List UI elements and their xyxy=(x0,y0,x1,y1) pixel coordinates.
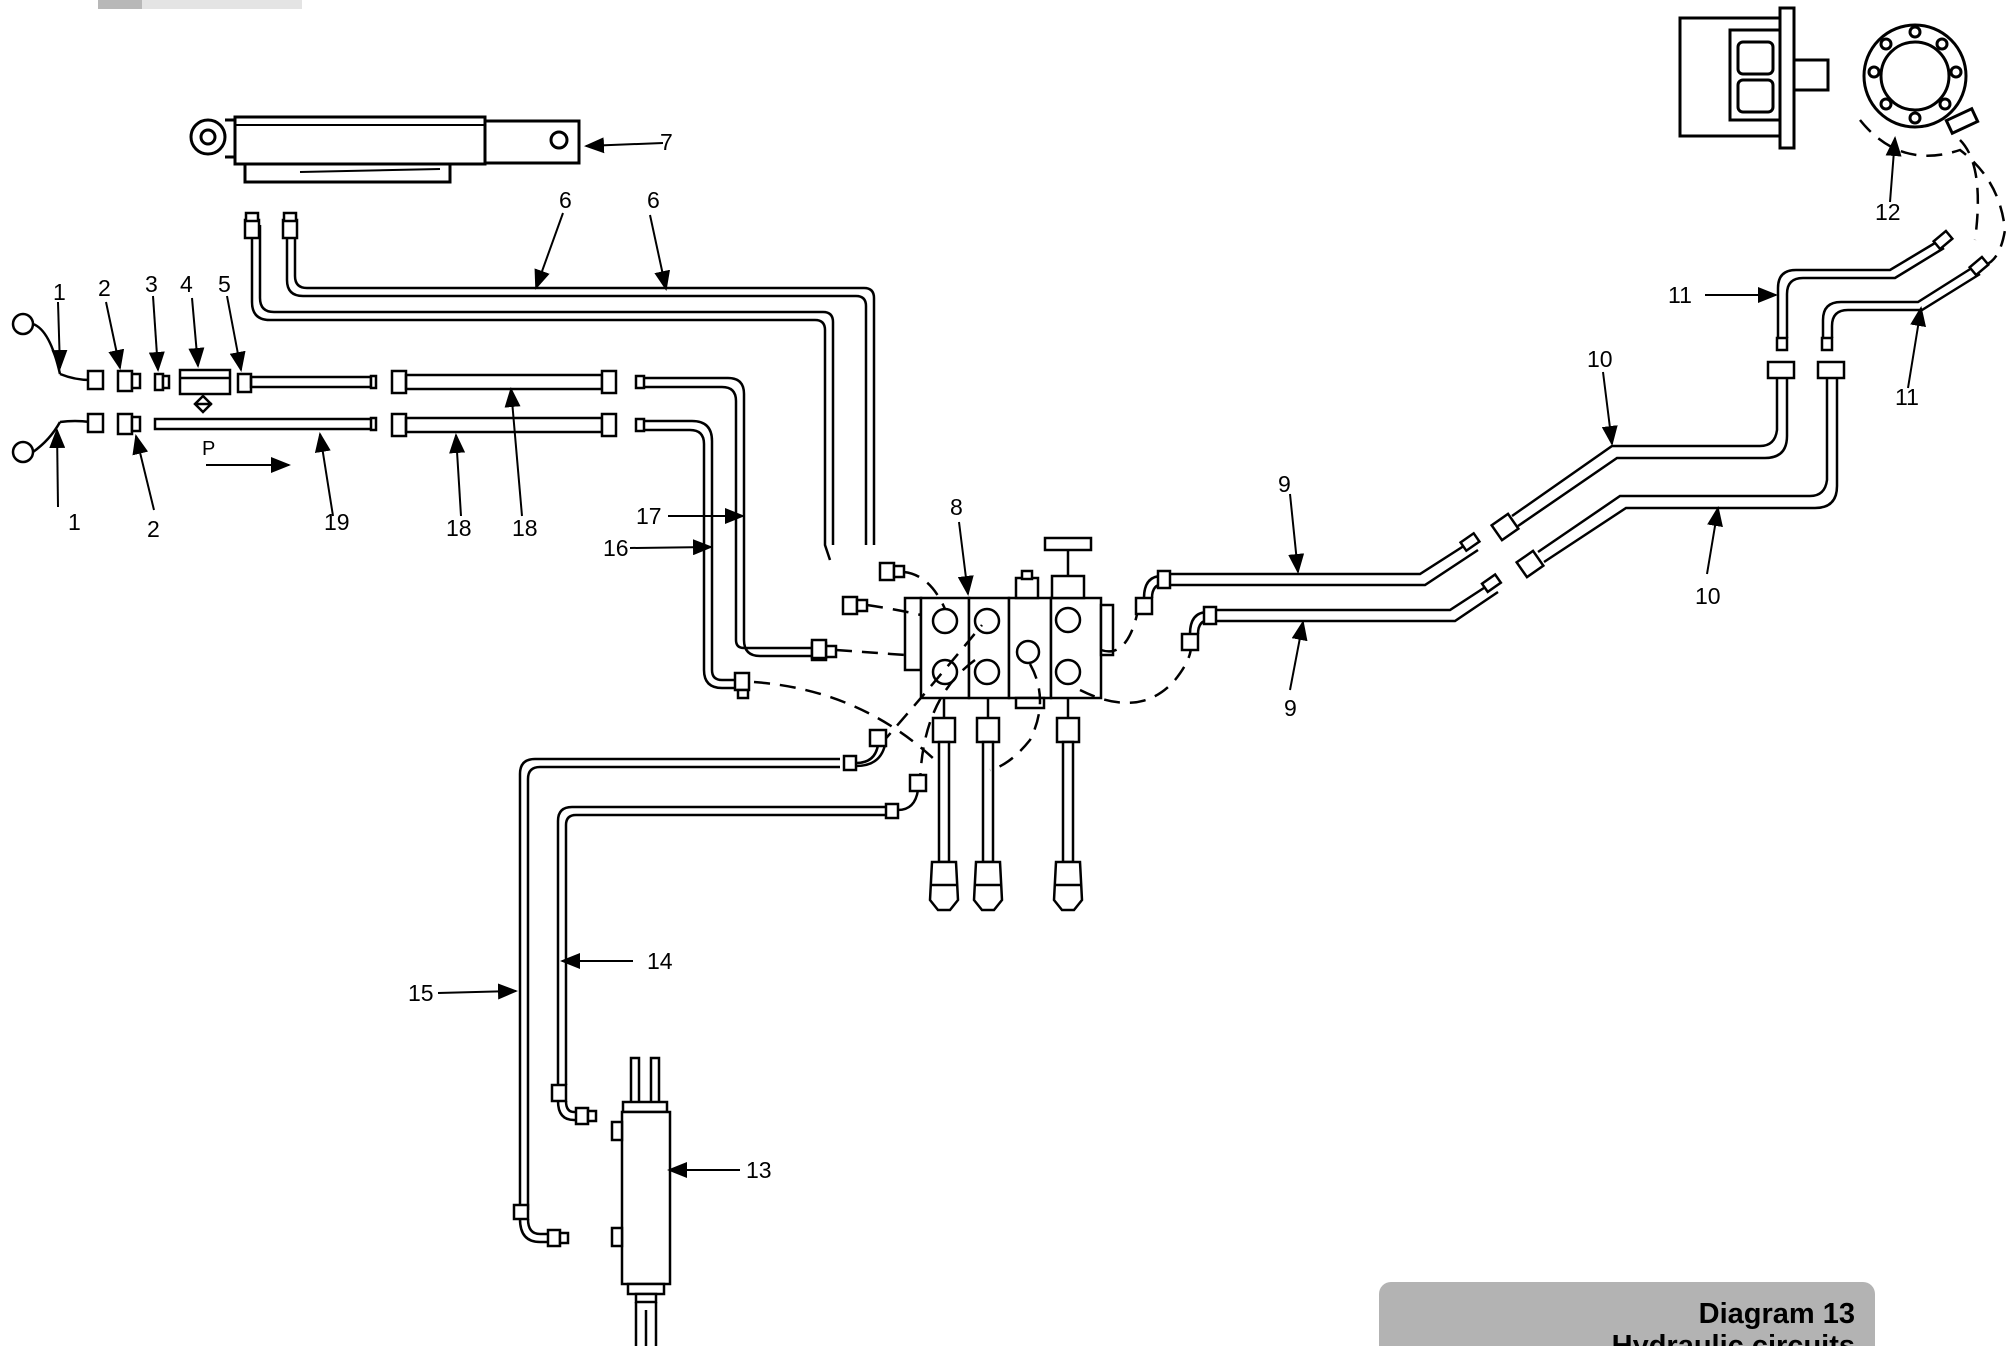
control-valve xyxy=(903,536,1115,912)
callout-18a: 18 xyxy=(446,515,472,541)
flow-label: P xyxy=(202,438,215,460)
callout-2a: 2 xyxy=(98,275,111,301)
callout-7: 7 xyxy=(660,129,673,155)
callout-labels: 1 1 2 2 3 4 5 6 6 7 8 9 9 10 10 11 11 12… xyxy=(53,129,1919,1183)
hose-16-17 xyxy=(634,374,838,700)
caption-subtitle: Hydraulic circuits xyxy=(1611,1330,1855,1346)
hose-14-15 xyxy=(512,728,928,1248)
hose-11 xyxy=(1775,229,1991,352)
callout-2b: 2 xyxy=(147,516,160,542)
callout-17: 17 xyxy=(636,503,662,529)
callout-10a: 10 xyxy=(1587,346,1613,372)
callout-19: 19 xyxy=(324,509,350,535)
hose-9 xyxy=(1134,531,1503,652)
caption-title: Diagram 13 xyxy=(1698,1298,1855,1330)
coupler-set xyxy=(11,312,378,464)
hydraulic-cylinder-13 xyxy=(610,1056,672,1346)
hose-6 xyxy=(243,211,876,561)
hose-18 xyxy=(390,369,618,438)
pilot-lines xyxy=(753,119,2007,791)
callout-1a: 1 xyxy=(53,279,66,305)
callout-10b: 10 xyxy=(1695,583,1721,609)
callout-3: 3 xyxy=(145,271,158,297)
callout-6b: 6 xyxy=(647,187,660,213)
callout-11a: 11 xyxy=(1668,282,1692,308)
hydraulic-cylinder xyxy=(189,115,581,184)
callout-12: 12 xyxy=(1875,199,1901,225)
leader-lines xyxy=(49,136,1927,1178)
hydraulic-pump xyxy=(1678,6,1980,150)
callout-4: 4 xyxy=(180,271,193,297)
callout-15: 15 xyxy=(408,980,434,1006)
hose-10 xyxy=(1489,360,1846,579)
callout-11b: 11 xyxy=(1895,384,1919,410)
callout-18b: 18 xyxy=(512,515,538,541)
scrollbar-thumb[interactable] xyxy=(98,0,142,9)
scrollbar-track xyxy=(98,0,302,9)
callout-5: 5 xyxy=(218,271,231,297)
callout-14: 14 xyxy=(647,948,673,974)
callout-6a: 6 xyxy=(559,187,572,213)
callout-9b: 9 xyxy=(1284,695,1297,721)
callout-13: 13 xyxy=(746,1157,772,1183)
diagram-caption: Diagram 13 Hydraulic circuits xyxy=(1379,1282,1875,1346)
callout-9a: 9 xyxy=(1278,471,1291,497)
callout-16: 16 xyxy=(603,535,629,561)
callout-1b: 1 xyxy=(68,509,81,535)
callout-8: 8 xyxy=(950,494,963,520)
valve-fittings xyxy=(810,561,906,660)
